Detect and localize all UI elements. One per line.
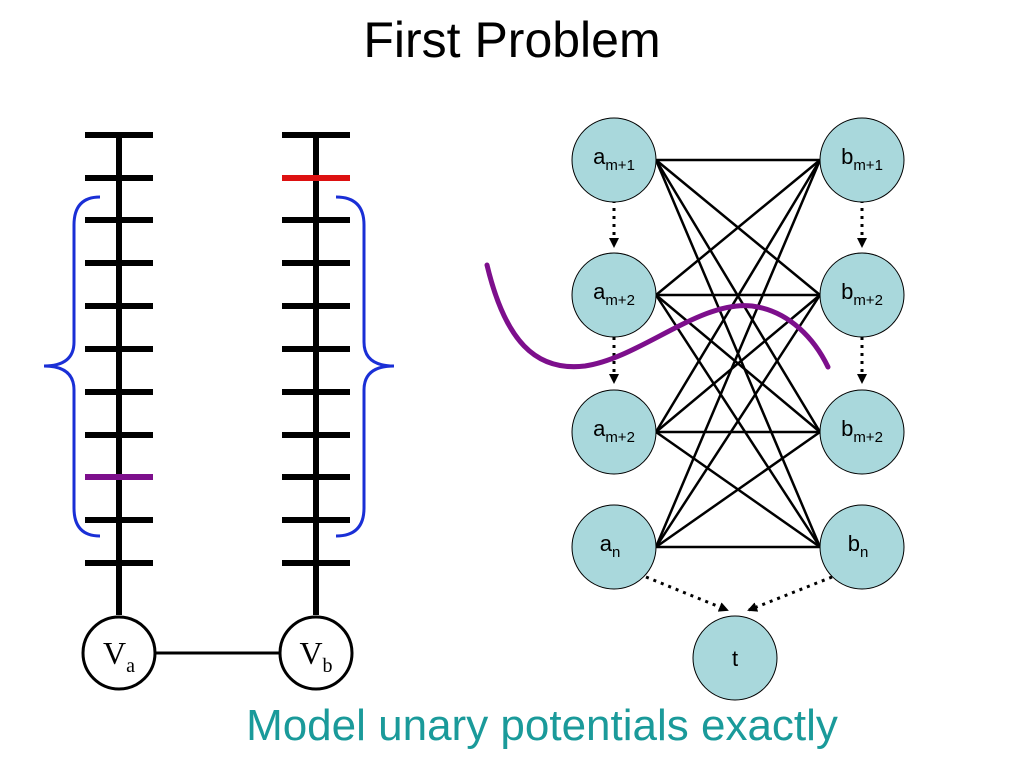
node-b-m1-circle bbox=[819, 117, 905, 203]
slide-title: First Problem bbox=[363, 12, 661, 68]
node-b-m2-lower-circle bbox=[819, 389, 905, 475]
node-a-n: an bbox=[571, 504, 657, 590]
node-a-m1-circle bbox=[571, 117, 657, 203]
node-b-n-circle bbox=[819, 504, 905, 590]
node-a-m1: am+1 bbox=[571, 117, 657, 203]
node-t-label: t bbox=[732, 646, 738, 671]
node-b-m2-lower-label: bm+2 bbox=[841, 416, 883, 446]
brace-right bbox=[335, 195, 395, 538]
graph-edge bbox=[654, 294, 822, 548]
graph-edge bbox=[655, 159, 821, 296]
node-a-m1-label: am+1 bbox=[593, 144, 635, 174]
node-b-m2-upper-label: bm+2 bbox=[841, 279, 883, 309]
variable-node-va-circle bbox=[81, 615, 157, 691]
ladder-vb bbox=[282, 132, 350, 615]
ladder-va bbox=[85, 132, 153, 615]
node-b-m1-label: bm+1 bbox=[841, 144, 883, 174]
graph-edge bbox=[654, 159, 822, 548]
node-t: t bbox=[692, 615, 778, 701]
variable-node-va: Va bbox=[81, 615, 157, 691]
node-a-n-circle bbox=[571, 504, 657, 590]
dotted-arrow bbox=[747, 575, 833, 612]
variable-node-va-label: Va bbox=[103, 635, 135, 677]
node-a-m2-lower: am+2 bbox=[571, 389, 657, 475]
dotted-arrows bbox=[609, 200, 867, 612]
node-t-circle bbox=[692, 615, 778, 701]
node-b-m2-lower: bm+2 bbox=[819, 389, 905, 475]
node-b-n: bn bbox=[819, 504, 905, 590]
node-a-m2-upper-label: am+2 bbox=[593, 279, 635, 309]
node-b-m1: bm+1 bbox=[819, 117, 905, 203]
node-b-m2-upper-circle bbox=[819, 252, 905, 338]
node-a-n-label: an bbox=[600, 531, 621, 561]
node-a-m2-lower-label: am+2 bbox=[593, 416, 635, 446]
node-a-m2-upper-circle bbox=[571, 252, 657, 338]
cut-curve bbox=[484, 262, 831, 370]
brace-left bbox=[43, 195, 101, 538]
variable-node-vb-circle bbox=[278, 615, 354, 691]
graph-edge bbox=[654, 159, 822, 433]
slide-caption: Model unary potentials exactly bbox=[246, 701, 838, 750]
variable-node-vb: Vb bbox=[278, 615, 354, 691]
node-a-m2-upper: am+2 bbox=[571, 252, 657, 338]
dotted-arrow bbox=[645, 575, 729, 612]
graph-edge bbox=[655, 430, 821, 549]
node-b-m2-upper: bm+2 bbox=[819, 252, 905, 338]
node-a-m2-lower-circle bbox=[571, 389, 657, 475]
graph-edge bbox=[655, 294, 821, 433]
ladder-vb-rungs bbox=[282, 132, 350, 566]
graph-edges bbox=[654, 158, 822, 549]
node-b-n-label: bn bbox=[848, 531, 869, 561]
ladder-va-rungs bbox=[85, 132, 153, 566]
variable-node-vb-label: Vb bbox=[299, 635, 332, 677]
